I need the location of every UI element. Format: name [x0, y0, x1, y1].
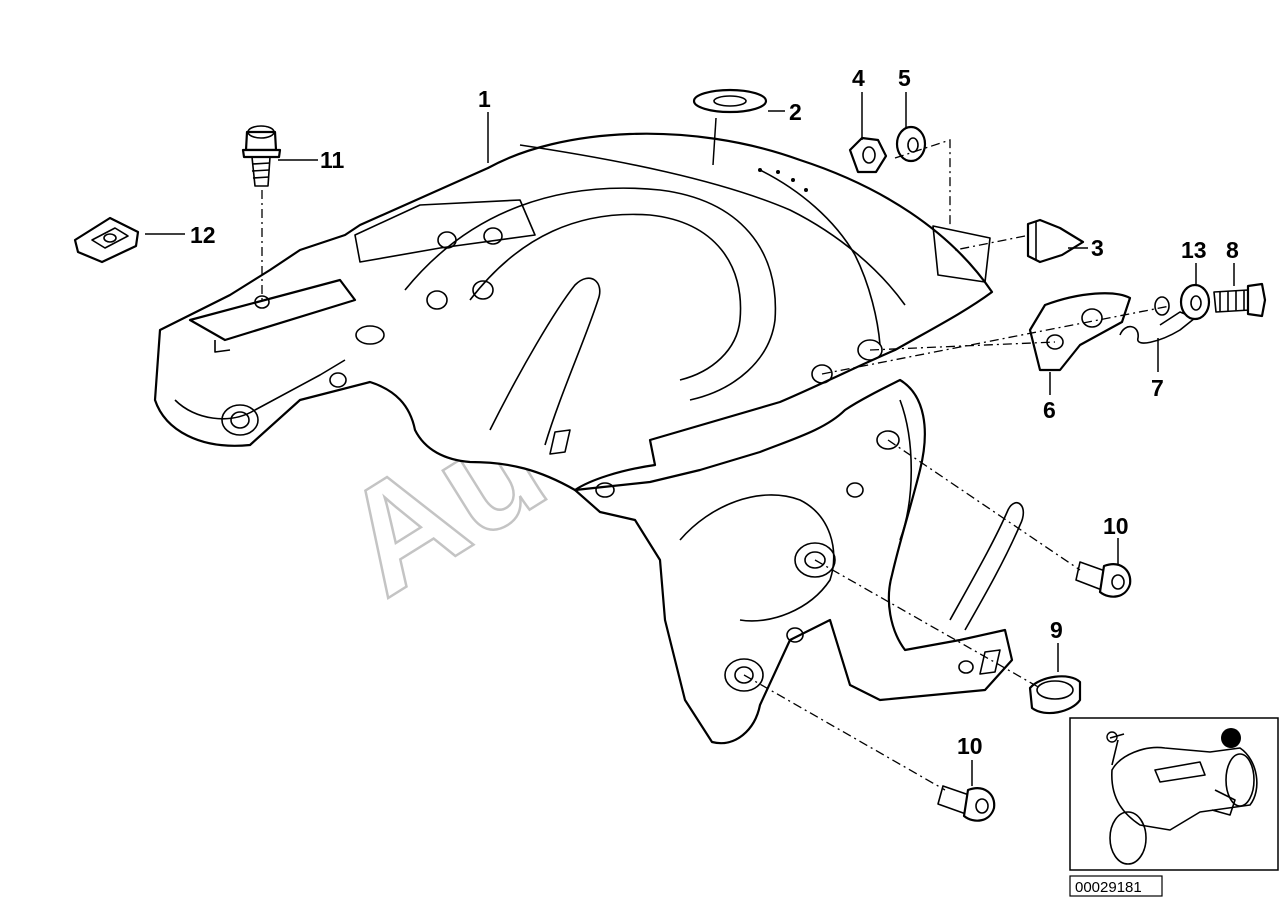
part-9-grommet: [1028, 675, 1082, 715]
part-6-bracket-plate: [1028, 292, 1132, 372]
label-1: 1: [478, 86, 491, 112]
part-3-rubber-buffer: [1026, 218, 1085, 264]
label-7: 7: [1151, 375, 1164, 401]
part-4-hex-nut: [848, 136, 888, 174]
label-9: 9: [1050, 617, 1063, 643]
label-4: 4: [852, 65, 865, 91]
part-13-washer: [1179, 283, 1211, 321]
label-10-lower: 10: [957, 733, 983, 759]
label-5: 5: [898, 65, 911, 91]
part-1-front-carrier: [153, 132, 1025, 745]
location-inset: [1069, 717, 1279, 871]
label-13: 13: [1181, 237, 1207, 263]
location-marker-icon: [1221, 728, 1241, 748]
label-12: 12: [190, 222, 216, 248]
reference-number-box: 00029181: [1069, 875, 1163, 897]
part-11-screw: [241, 125, 282, 187]
part-10-screw-upper: [1075, 561, 1132, 598]
label-10-upper: 10: [1103, 513, 1129, 539]
part-7-spring-clip: [1119, 296, 1196, 344]
label-3: 3: [1091, 235, 1104, 261]
label-6: 6: [1043, 397, 1056, 423]
label-2: 2: [789, 99, 802, 125]
part-12-clip-nut: [73, 216, 140, 264]
part-2-grommet: [692, 88, 768, 114]
callout-labels: 1 2 3 4 5 6 7 8 9 10 10 11 12 13: [190, 65, 1239, 759]
label-11: 11: [320, 147, 345, 173]
part-5-washer: [895, 125, 927, 163]
reference-number: 00029181: [1075, 879, 1142, 896]
motorcycle-thumbnail-icon: [1106, 728, 1258, 865]
leader-lines: [145, 92, 1235, 791]
label-8: 8: [1226, 237, 1239, 263]
part-8-screw: [1213, 282, 1267, 318]
part-10-screw-lower: [937, 785, 996, 822]
